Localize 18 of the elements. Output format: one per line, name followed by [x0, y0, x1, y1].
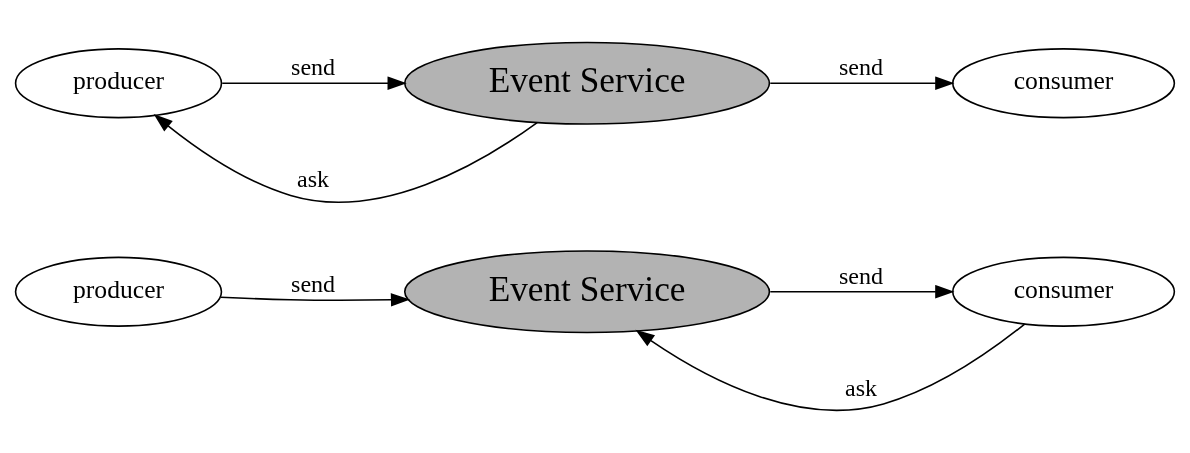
edge-label: send	[838, 262, 884, 289]
node-ellipse: producer	[14, 256, 223, 327]
arrow	[219, 293, 411, 307]
edge-label: ask	[845, 374, 878, 401]
edge-label: send	[291, 54, 336, 81]
arrow	[769, 76, 955, 90]
arrow	[221, 76, 407, 90]
node-ellipse: producer	[14, 48, 223, 119]
arrow	[635, 323, 1026, 412]
arrow	[769, 284, 955, 299]
node-ellipse: consumer	[951, 48, 1176, 119]
edge-label: send	[838, 54, 884, 81]
node-ellipse: Event Service	[403, 250, 771, 334]
node-ellipse: Event Service	[403, 41, 771, 125]
arrow	[153, 114, 538, 204]
edge-label: send	[291, 270, 336, 297]
edge-label: ask	[297, 166, 330, 193]
node-ellipse: consumer	[951, 256, 1176, 327]
